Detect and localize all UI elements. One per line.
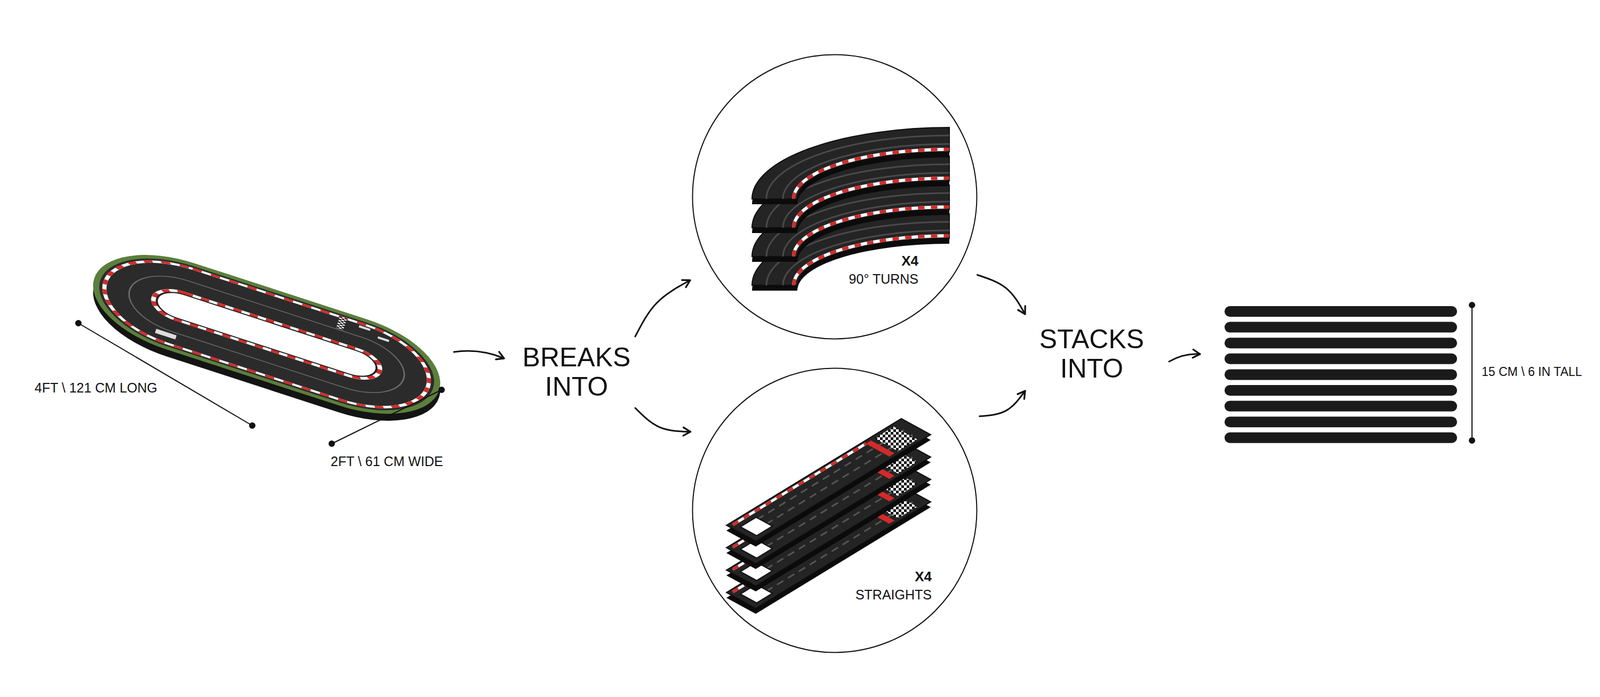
- stacked-piece: [1224, 353, 1458, 365]
- circle-outline: [692, 368, 978, 653]
- illustration-part: [793, 178, 950, 228]
- stacked-piece: [1224, 306, 1458, 317]
- track-grass: [80, 235, 453, 434]
- curved-piece: [752, 127, 950, 205]
- caption-group: X4STRAIGHTS: [855, 568, 932, 604]
- step-label: STACKS INTO: [1027, 324, 1156, 384]
- count-label: X4: [849, 252, 919, 271]
- stacked-piece: [1224, 432, 1458, 444]
- track-illustration: [80, 235, 453, 441]
- flow-arrow: [979, 390, 1026, 417]
- inner-curb-red: [149, 284, 384, 385]
- illustration-part: [740, 517, 773, 536]
- flow-arrow: [1169, 354, 1200, 362]
- grid-mark: [358, 325, 371, 332]
- curved-pieces: [752, 127, 950, 291]
- illustration-part: [732, 443, 866, 525]
- illustration-part: [746, 429, 904, 526]
- grid-mark: [155, 329, 178, 340]
- illustration-part: [80, 235, 453, 434]
- illustration-part: [726, 418, 931, 542]
- dimension-line: [78, 323, 253, 426]
- part-label: STRAIGHTS: [855, 586, 932, 604]
- stacked-piece: [1224, 337, 1458, 349]
- step-text: STACKS INTO: [1027, 324, 1156, 384]
- dimension-dot: [438, 387, 445, 393]
- dimension-dot: [75, 320, 82, 326]
- caption-group: X490° TURNS: [849, 252, 919, 288]
- dimension-dot: [1469, 302, 1475, 308]
- stacked-piece: [1224, 401, 1458, 412]
- flow-arrow: [977, 274, 1026, 315]
- outer-curb-red: [93, 244, 441, 424]
- flow-arrow: [453, 350, 504, 359]
- grid-mark: [377, 336, 390, 343]
- track-infield: [153, 286, 380, 382]
- dimension-dot: [249, 422, 255, 429]
- illustration-part: [793, 149, 950, 199]
- circle-outline: [691, 53, 978, 340]
- stacked-piece: [1224, 416, 1458, 428]
- illustration-part: [766, 135, 950, 199]
- dimension-label: 4FT \ 121 CM LONG: [32, 379, 158, 396]
- flow-arrow: [635, 408, 691, 432]
- dimension-line: [1471, 305, 1473, 441]
- flow-arrow: [635, 280, 691, 338]
- dimension-dot: [329, 441, 335, 447]
- stacked-piece: [1224, 322, 1458, 333]
- count-label: X4: [855, 568, 932, 587]
- stacked-piece: [1224, 369, 1458, 380]
- illustration-part: [755, 434, 913, 531]
- illustration-part: [793, 206, 950, 257]
- illustration-part: [874, 426, 918, 452]
- illustration-part: [793, 178, 950, 228]
- dimension-line: [331, 389, 442, 444]
- illustration-part: [732, 443, 866, 525]
- dimension-label: 15 CM \ 6 IN TALL: [1481, 364, 1597, 380]
- inner-curb: [149, 284, 384, 385]
- straight-piece: [726, 441, 931, 570]
- outer-curb: [93, 244, 441, 424]
- parts-circle: X4STRAIGHTS: [691, 367, 978, 654]
- illustration-part: [782, 144, 950, 199]
- step-text: BREAKS INTO: [512, 342, 641, 402]
- parts-circle: X490° TURNS: [691, 53, 978, 340]
- circle-outline: [691, 367, 978, 654]
- stacked-piece: [1224, 385, 1458, 396]
- dimension-dot: [1469, 437, 1475, 444]
- illustration-part: [793, 206, 950, 257]
- dimension-lines: [75, 302, 1475, 447]
- start-line: [336, 316, 347, 331]
- straight-piece: [726, 418, 931, 547]
- dimension-label: 2FT \ 61 CM WIDE: [330, 453, 443, 470]
- step-label: BREAKS INTO: [512, 342, 641, 402]
- track-road: [87, 240, 447, 429]
- lane-line: [121, 264, 412, 405]
- illustration-part: [752, 127, 950, 199]
- part-label: 90° TURNS: [849, 270, 919, 288]
- circle-outline: [692, 54, 978, 340]
- illustration-part: [793, 149, 950, 199]
- stacked-pieces: [1224, 306, 1458, 444]
- straight-pieces: [726, 418, 931, 614]
